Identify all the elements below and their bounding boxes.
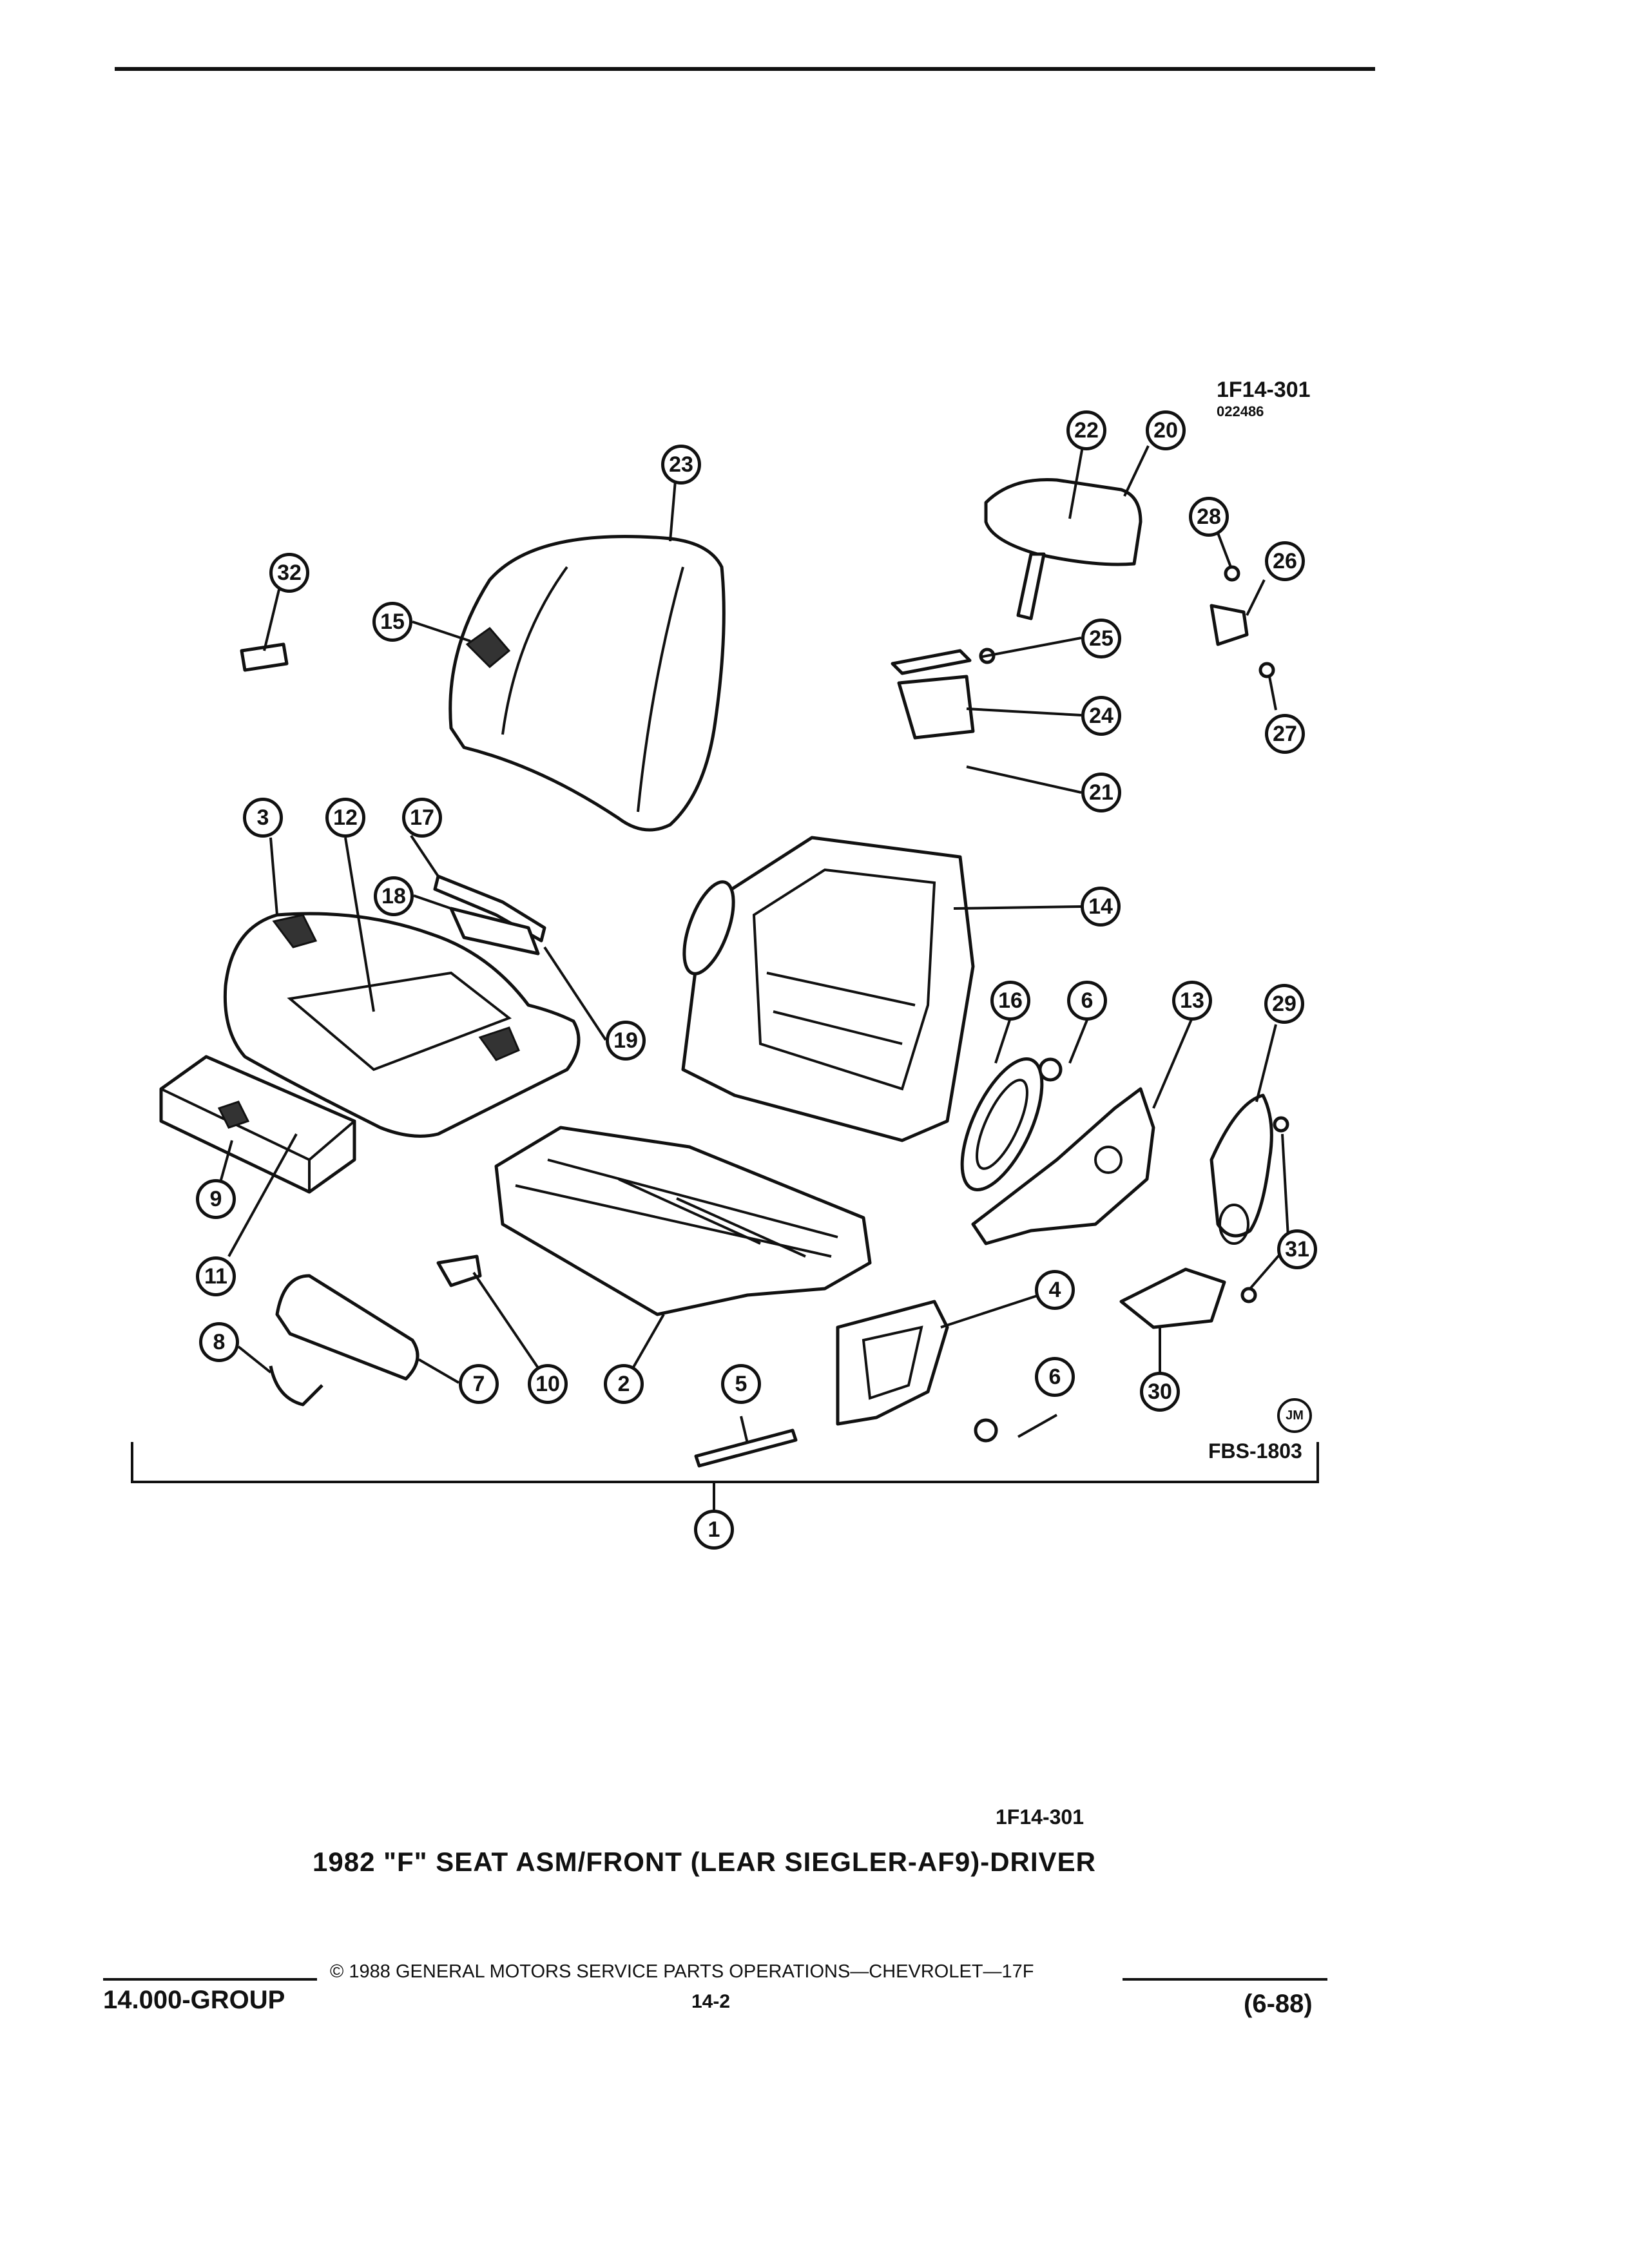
seat-cushion bbox=[223, 912, 581, 1138]
callout-17: 17 bbox=[402, 798, 442, 838]
caption-code: 1F14-301 bbox=[996, 1805, 1084, 1829]
recliner-wheel bbox=[960, 1057, 1044, 1191]
callout-32: 32 bbox=[269, 553, 309, 593]
knob-upper bbox=[1038, 1057, 1063, 1082]
footer-revision: (6-88) bbox=[1244, 1990, 1313, 2018]
callout-23: 23 bbox=[661, 445, 701, 485]
callout-22: 22 bbox=[1066, 410, 1106, 450]
artist-mark: JM bbox=[1277, 1398, 1312, 1433]
cushion-foam-pad-left bbox=[272, 914, 318, 948]
seat-back-cushion bbox=[448, 535, 726, 832]
callout-29: 29 bbox=[1264, 984, 1304, 1024]
bumper bbox=[240, 642, 289, 672]
callout-14: 14 bbox=[1081, 887, 1121, 927]
callout-7: 7 bbox=[459, 1364, 499, 1404]
recliner-mechanism bbox=[971, 1087, 1155, 1245]
footer-rule-left bbox=[103, 1978, 317, 1981]
shield-screw-lower bbox=[1240, 1287, 1257, 1303]
callout-1: 1 bbox=[694, 1510, 734, 1550]
adjuster-handle-wire bbox=[269, 1365, 323, 1407]
callout-15: 15 bbox=[372, 602, 412, 642]
callout-25: 25 bbox=[1081, 619, 1121, 658]
callout-19: 19 bbox=[606, 1021, 646, 1061]
guide-retainer bbox=[891, 649, 972, 675]
callout-20: 20 bbox=[1146, 410, 1186, 450]
lower-side-cover bbox=[1119, 1267, 1226, 1329]
footer-copyright: © 1988 GENERAL MOTORS SERVICE PARTS OPER… bbox=[330, 1961, 1034, 1982]
top-rule bbox=[115, 67, 1375, 71]
seat-strap bbox=[449, 907, 540, 956]
callout-9: 9 bbox=[196, 1179, 236, 1219]
footer-group: 14.000-GROUP bbox=[103, 1986, 285, 2014]
adjuster-bracket bbox=[836, 1300, 949, 1426]
headrest-release-button bbox=[1210, 604, 1249, 646]
drawing-number: FBS-1803 bbox=[1208, 1439, 1302, 1463]
back-foam-pad bbox=[465, 626, 511, 669]
callout-10: 10 bbox=[528, 1364, 568, 1404]
footer-page-number: 14-2 bbox=[691, 1991, 731, 2012]
callout-4: 4 bbox=[1035, 1270, 1075, 1310]
footer-rule-right bbox=[1123, 1978, 1327, 1981]
callout-18: 18 bbox=[374, 876, 414, 916]
callout-24: 24 bbox=[1081, 696, 1121, 736]
callout-30: 30 bbox=[1140, 1372, 1180, 1412]
callout-26: 26 bbox=[1265, 541, 1305, 581]
callout-6-lower: 6 bbox=[1035, 1357, 1075, 1397]
callout-11: 11 bbox=[196, 1256, 236, 1296]
front-cushion-bolster bbox=[159, 1055, 356, 1194]
callout-31: 31 bbox=[1277, 1229, 1317, 1269]
callout-8: 8 bbox=[199, 1322, 239, 1362]
callout-16: 16 bbox=[990, 981, 1030, 1021]
knob-lower bbox=[974, 1418, 998, 1443]
adjuster-clip bbox=[436, 1254, 482, 1287]
callout-13: 13 bbox=[1172, 981, 1212, 1021]
shield-screw-upper bbox=[1273, 1116, 1289, 1133]
headrest bbox=[984, 477, 1142, 620]
retaining-nut bbox=[1224, 565, 1240, 582]
cushion-foam-pad-right bbox=[478, 1026, 520, 1061]
callout-28: 28 bbox=[1189, 497, 1229, 537]
callout-21: 21 bbox=[1081, 773, 1121, 812]
seat-adjuster-frame bbox=[494, 1126, 872, 1316]
callout-27: 27 bbox=[1265, 714, 1305, 754]
adjuster-side-cover bbox=[275, 1274, 419, 1381]
figure-code: 1F14-301 bbox=[1217, 378, 1311, 402]
callout-5: 5 bbox=[721, 1364, 761, 1404]
callout-12: 12 bbox=[325, 798, 365, 838]
side-shield bbox=[1210, 1093, 1273, 1245]
headrest-guide bbox=[897, 675, 975, 740]
seat-back-frame bbox=[681, 836, 975, 1142]
bolster-foam-pad bbox=[217, 1100, 250, 1129]
button-screw bbox=[1258, 662, 1275, 678]
callout-2: 2 bbox=[604, 1364, 644, 1404]
figure-date-code: 022486 bbox=[1217, 403, 1264, 419]
trim-strip bbox=[694, 1428, 798, 1468]
callout-3: 3 bbox=[243, 798, 283, 838]
caption-title: 1982 "F" SEAT ASM/FRONT (LEAR SIEGLER-AF… bbox=[313, 1847, 1096, 1877]
callout-6-upper: 6 bbox=[1067, 981, 1107, 1021]
